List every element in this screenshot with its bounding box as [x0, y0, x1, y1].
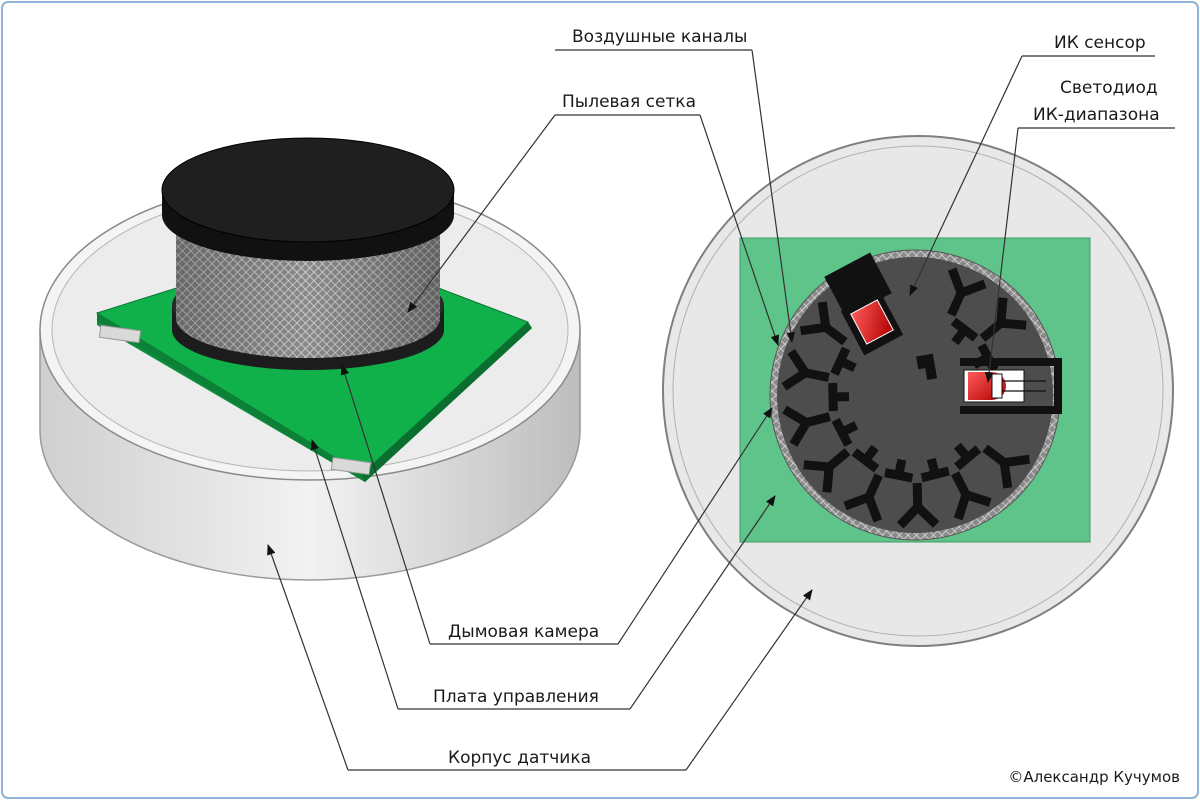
leader-control-board-left [310, 438, 399, 710]
leader-ir-sensor [909, 55, 1023, 296]
label-ir-led-line2: ИК-диапазона [1033, 105, 1160, 125]
leader-housing-right [685, 589, 813, 771]
air-channel-baffle [799, 301, 848, 346]
air-channel-baffle [803, 448, 851, 493]
air-channel-baffle [982, 444, 1031, 489]
leader-control-board-right [629, 495, 776, 710]
air-channel-baffle [884, 458, 914, 483]
label-air-channels: Воздушные каналы [572, 27, 747, 47]
leader-dust-mesh-right [699, 114, 779, 347]
air-channel-baffle [843, 473, 883, 523]
label-ir-sensor: ИК сенсор [1054, 33, 1146, 53]
leader-ir-led [984, 127, 1019, 384]
air-channel-baffle [950, 317, 979, 346]
air-channel-baffle [830, 346, 857, 376]
ir-sensor-component [824, 252, 904, 356]
leader-housing-left [267, 543, 349, 771]
chamber-floor [777, 257, 1053, 533]
detector-top-view [662, 135, 1174, 647]
air-channel-baffles [781, 267, 1031, 529]
air-channel-baffle [851, 444, 880, 473]
label-smoke-chamber: Дымовая камера [448, 622, 599, 642]
leader-dust-mesh-left [407, 114, 556, 313]
air-channel-baffle [781, 349, 830, 391]
air-channel-baffle [831, 417, 859, 447]
air-channel-baffle [828, 382, 850, 412]
ir-led-component [960, 358, 1062, 414]
air-channel-baffle [782, 405, 831, 447]
air-channel-baffle [953, 442, 982, 471]
air-channel-baffle [979, 297, 1027, 342]
label-control-board: Плата управления [433, 687, 599, 707]
leader-smoke-chamber-right [617, 407, 773, 645]
smoke-chamber-3d [161, 137, 455, 370]
leader-air-channels [751, 49, 795, 344]
air-channel-baffle [951, 471, 992, 521]
air-channel-baffle [920, 457, 950, 483]
detector-3d-view [39, 137, 581, 581]
label-sensor-housing: Корпус датчика [448, 748, 591, 768]
leader-smoke-chamber-left [340, 363, 431, 645]
copyright-text: ©Александр Кучумов [1008, 768, 1180, 786]
air-channel-baffle [947, 267, 987, 317]
label-dust-mesh: Пылевая сетка [562, 92, 696, 112]
label-ir-led-line1: Светодиод [1060, 78, 1158, 98]
air-channel-baffle [896, 482, 940, 529]
